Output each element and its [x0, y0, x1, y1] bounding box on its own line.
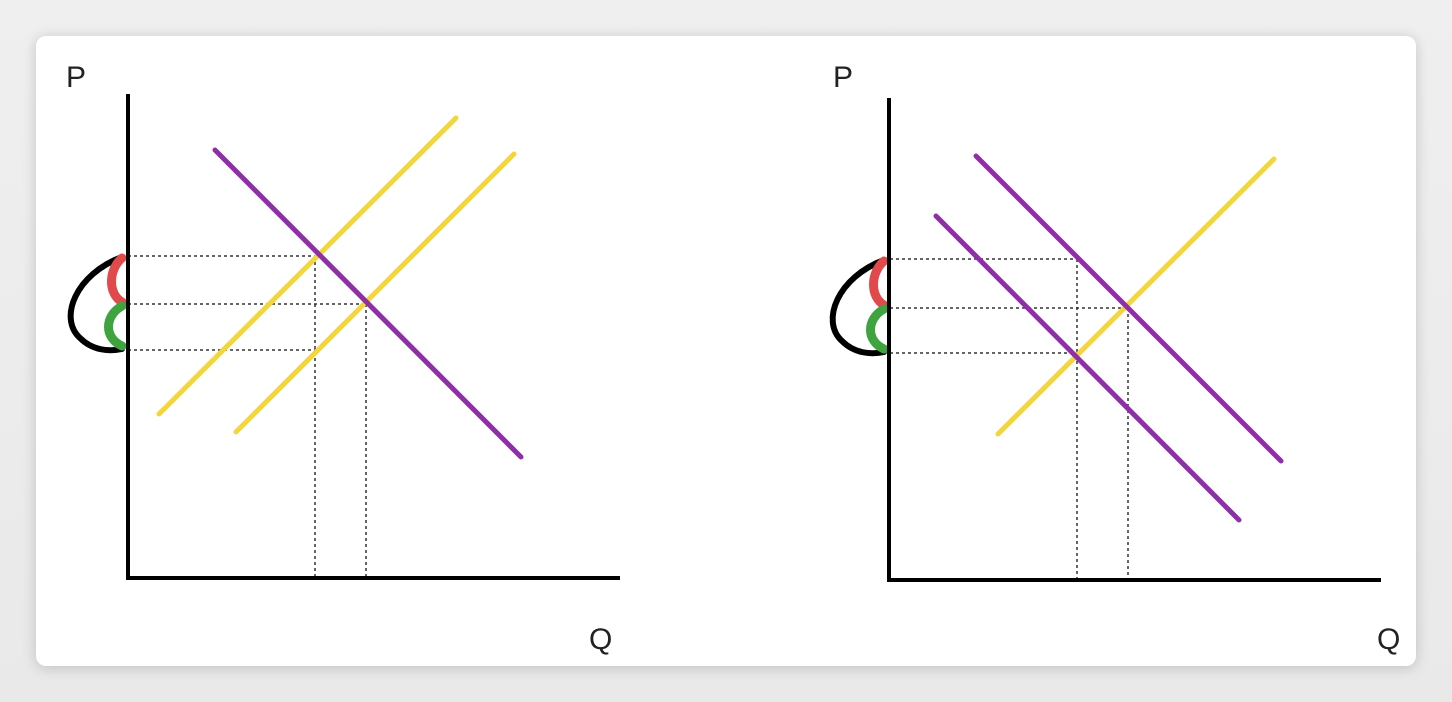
supply-demand-diagrams: P Q — [66, 61, 1400, 656]
right-x-axis-label: Q — [1377, 623, 1400, 656]
price-increase-mark — [107, 253, 127, 307]
diagram-card: P Q — [36, 36, 1416, 666]
demand-line-1 — [973, 153, 1284, 464]
supply-line-1 — [156, 115, 459, 417]
price-increase-mark — [869, 256, 889, 310]
right-price-markers — [829, 256, 889, 357]
supply-line-1 — [995, 156, 1277, 437]
right-y-axis-label: P — [833, 61, 853, 94]
right-guides — [890, 258, 1129, 579]
price-decrease-mark — [866, 304, 889, 354]
bracket-mark — [829, 257, 887, 357]
left-y-axis-label: P — [66, 61, 86, 94]
supply-line-2 — [233, 151, 517, 435]
price-decrease-mark — [104, 301, 127, 351]
left-panel: P Q — [66, 61, 620, 656]
bracket-mark — [67, 254, 125, 354]
left-price-markers — [67, 253, 127, 354]
right-panel: P Q — [829, 61, 1400, 656]
left-guides — [128, 255, 368, 577]
demand-line-2 — [933, 213, 1242, 523]
demand-line-1 — [212, 147, 524, 460]
left-x-axis-label: Q — [589, 623, 612, 656]
